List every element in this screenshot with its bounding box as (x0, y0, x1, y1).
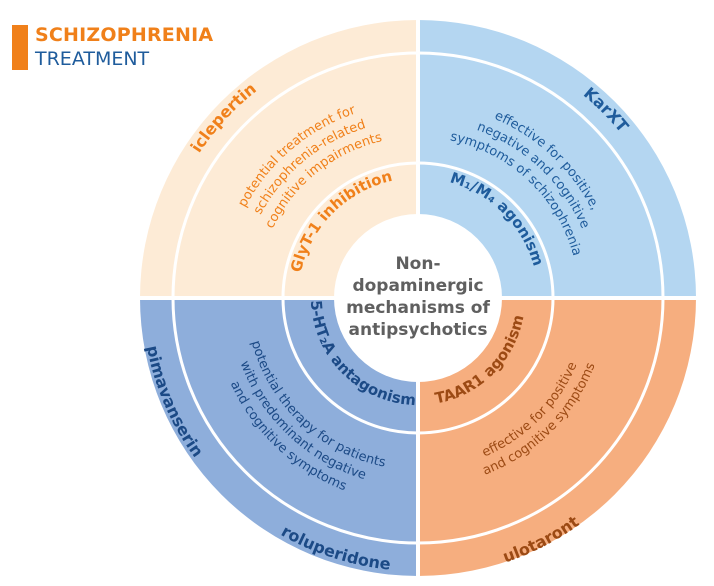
center-label: Non- dopaminergic mechanisms of antipsyc… (346, 254, 490, 340)
title-accent-bar (12, 25, 28, 70)
center-line-2: dopaminergic (352, 276, 483, 296)
title-block: SCHIZOPHRENIA TREATMENT (12, 21, 232, 73)
title-line-1: SCHIZOPHRENIA (35, 24, 214, 46)
center-line-3: mechanisms of (346, 298, 490, 318)
wedge-m1m4 (418, 20, 696, 298)
center-line-4: antipsychotics (349, 320, 488, 340)
title-line-2: TREATMENT (35, 48, 150, 70)
wedge-5ht2a (140, 298, 418, 576)
wedge-glyt1 (140, 20, 418, 298)
center-line-1: Non- (395, 254, 440, 274)
center-disc (334, 214, 502, 382)
wedge-taar1 (418, 298, 696, 576)
